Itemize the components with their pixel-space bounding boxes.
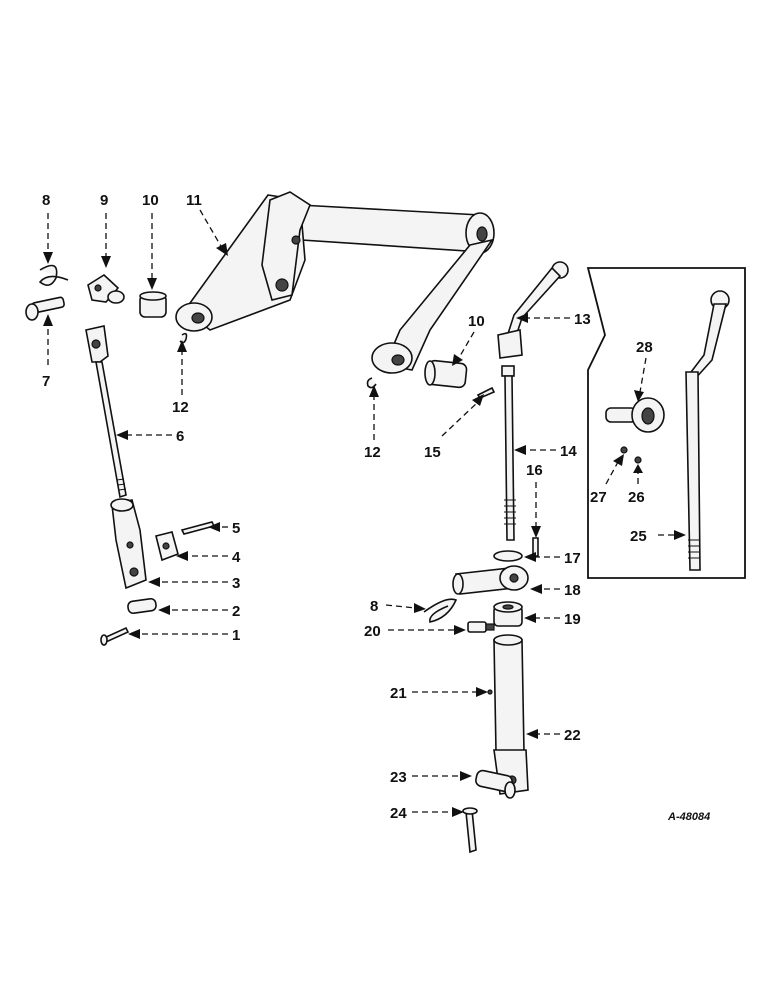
pin-part-24	[462, 807, 478, 854]
callout-21: 21	[390, 685, 407, 702]
callout-17: 17	[564, 550, 581, 567]
inset-box	[586, 267, 746, 579]
callout-4: 4	[232, 549, 241, 566]
callout-27: 27	[590, 489, 607, 506]
callout-labels: 8 9 10 11 7 12 6 5 4 3 2 1 13 10 12 15 1…	[42, 192, 710, 823]
lever-shaft-part-14	[501, 365, 516, 541]
cotter-pin-part-12-right	[366, 377, 377, 389]
drawing-reference: A-48084	[667, 811, 710, 823]
callout-6: 6	[176, 428, 184, 445]
sleeve-part-23	[475, 769, 516, 799]
block-part-4	[155, 531, 179, 562]
callout-1: 1	[232, 627, 240, 644]
callout-14: 14	[560, 443, 577, 460]
clevis-part-9	[87, 273, 125, 304]
callout-15: 15	[424, 444, 441, 461]
tube-part-22	[493, 634, 529, 795]
callout-11: 11	[186, 192, 202, 209]
callout-24: 24	[390, 805, 407, 822]
pin-part-16	[532, 537, 539, 557]
callout-10-left: 10	[142, 192, 159, 209]
swivel-part-18	[452, 565, 529, 595]
lift-link-rod-part-6	[85, 325, 127, 499]
pin-part-27	[620, 446, 628, 454]
bushing-part-10-left	[139, 291, 167, 318]
bushing-part-10-right	[424, 359, 468, 389]
callout-18: 18	[564, 582, 581, 599]
callout-12-right: 12	[364, 444, 381, 461]
callout-12-left: 12	[172, 399, 189, 416]
cotter-pin-part-12-left	[179, 332, 188, 344]
spring-clip-part-8-left	[38, 264, 69, 286]
pin-part-1	[100, 626, 130, 646]
pin-part-26	[634, 456, 642, 464]
callout-13: 13	[574, 311, 591, 328]
collar-part-19	[493, 601, 523, 627]
callout-8-left: 8	[42, 192, 50, 209]
leader-lines	[43, 209, 686, 817]
washer-part-17	[493, 550, 523, 562]
callout-23: 23	[390, 769, 407, 786]
callout-7: 7	[42, 373, 50, 390]
callout-19: 19	[564, 611, 581, 628]
callout-26: 26	[628, 489, 645, 506]
callout-8-right: 8	[370, 598, 378, 615]
callout-2: 2	[232, 603, 240, 620]
adjusting-clevis-part-3	[110, 498, 147, 590]
callout-3: 3	[232, 575, 240, 592]
spring-clip-part-8-right	[423, 598, 458, 623]
callout-28: 28	[636, 339, 653, 356]
pin-part-5	[180, 521, 216, 535]
rockshaft-assembly	[175, 191, 495, 374]
callout-9: 9	[100, 192, 108, 209]
callout-25: 25	[630, 528, 647, 545]
pin-part-21	[487, 689, 493, 695]
callout-10-right: 10	[468, 313, 485, 330]
callout-20: 20	[364, 623, 381, 640]
control-lever-part-13	[497, 261, 569, 359]
sleeve-part-2	[127, 597, 157, 615]
callout-16: 16	[526, 462, 543, 479]
callout-22: 22	[564, 727, 581, 744]
clevis-pin-part-7	[25, 296, 65, 321]
callout-5: 5	[232, 520, 240, 537]
lever-part-25	[685, 290, 730, 571]
set-screw-part-20	[467, 621, 495, 633]
eye-part-28	[605, 397, 665, 433]
